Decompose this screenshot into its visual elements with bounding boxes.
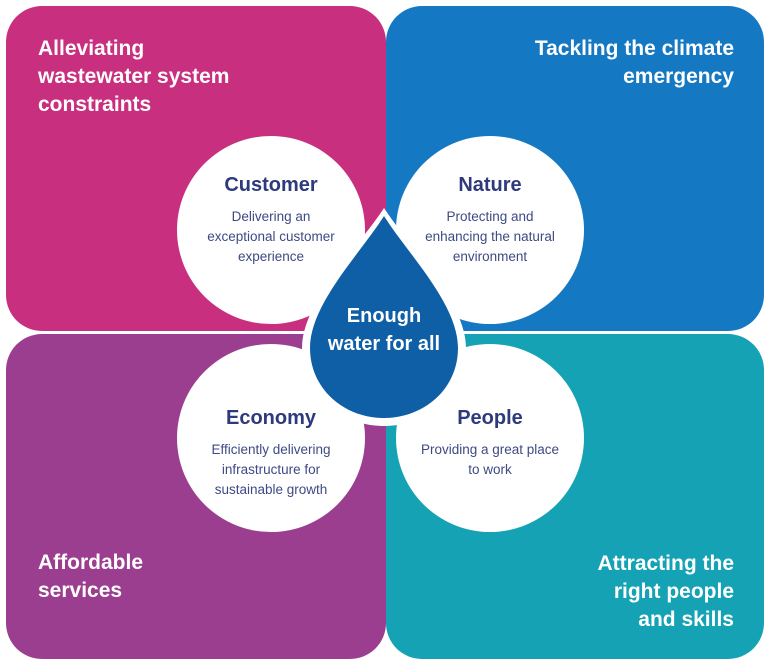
water-drop-shape [310, 216, 458, 418]
circle-desc-people: Providing a great place to work [420, 442, 560, 477]
quadrant-title-people-skills: Attracting the right people and skills [597, 552, 735, 631]
water-drop-icon [302, 208, 466, 426]
circle-desc-economy: Efficiently delivering infrastructure fo… [211, 442, 331, 497]
circle-title-economy: Economy [225, 407, 317, 429]
circle-nature: Nature Protecting and enhancing the natu… [396, 136, 584, 324]
circle-desc-customer: Delivering an exceptional customer exper… [207, 209, 335, 264]
center-label: Enough water for all [327, 305, 441, 355]
quadrant-title-wastewater: Alleviating wastewater system constraint… [38, 37, 230, 116]
quadrant-title-climate: Tackling the climate emergency [534, 37, 734, 88]
circle-title-nature: Nature [458, 174, 522, 196]
circle-title-people: People [457, 407, 523, 429]
quadrant-title-affordable: Affordable services [38, 551, 143, 602]
circle-desc-nature: Protecting and enhancing the natural env… [425, 209, 555, 264]
circle-title-customer: Customer [224, 174, 318, 196]
